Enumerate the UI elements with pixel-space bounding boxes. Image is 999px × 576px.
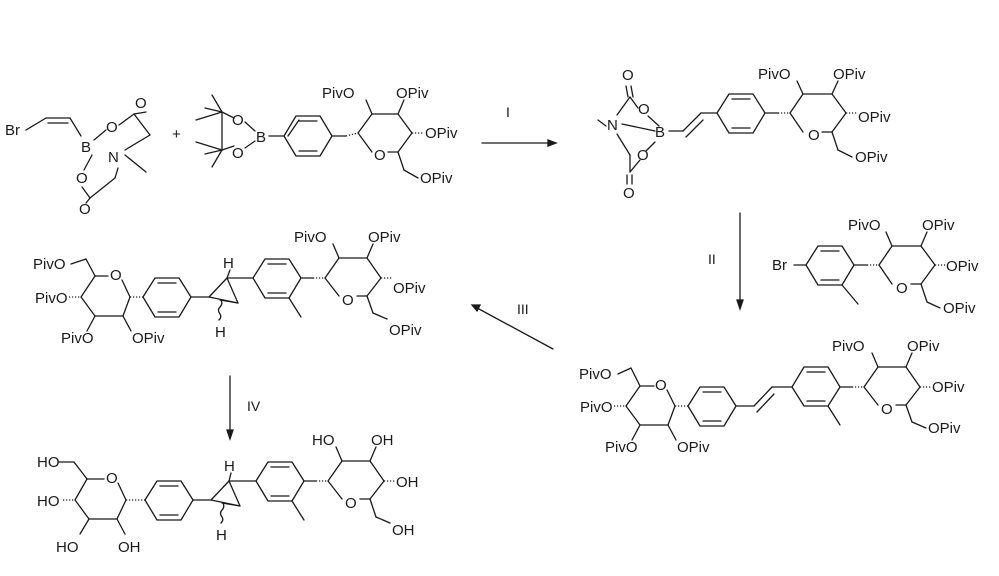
c3-o-bottom-label: O — [623, 185, 635, 202]
compound-stilbene-bis-glycoside: PivO O PivO PivO OPiv — [579, 338, 965, 456]
c5-left-ring-o-label: O — [110, 267, 122, 284]
r2-sub-top-right-label: OPiv — [922, 217, 955, 234]
c1-o-upper-label: O — [106, 119, 118, 136]
c2-sub-right-label: OPiv — [425, 125, 458, 142]
step-iv-label: IV — [247, 398, 261, 414]
r2-sub-ch2-label: OPiv — [943, 300, 976, 317]
c1-n-label: N — [108, 149, 119, 166]
c4-left-ch2-label: PivO — [579, 366, 612, 383]
reaction-arrow-step-i: I — [482, 104, 556, 146]
c6-h-bottom-label: H — [216, 527, 227, 544]
c3-boron-label: B — [655, 124, 665, 141]
compound-bromovinyl-mida-boronate: Br B O O N O O — [5, 95, 150, 218]
c5-left-c2-label: OPiv — [132, 330, 165, 347]
plus-sign: + — [172, 126, 181, 143]
c2-sub-top-right-label: OPiv — [396, 85, 429, 102]
c6-left-c2-label: OH — [118, 539, 141, 556]
c5-h-top-label: H — [223, 255, 234, 272]
compound-pinacol-aryl-glycoside: O O B O PivO OPiv OPiv OPiv — [196, 85, 458, 187]
c4-left-c4-label: PivO — [580, 399, 613, 416]
r2-br-label: Br — [772, 257, 787, 274]
c4-right-ring-o-label: O — [881, 401, 893, 418]
c3-sub-ch2-label: OPiv — [855, 149, 888, 166]
c4-left-c2-label: OPiv — [677, 439, 710, 456]
c5-h-bottom-label: H — [215, 324, 226, 341]
c2-pin-o-upper-label: O — [232, 112, 244, 129]
c6-right-ring-o-label: O — [345, 495, 357, 512]
r2-ring-o-label: O — [896, 280, 908, 297]
c6-left-c4-label: HO — [37, 493, 60, 510]
compound-cyclopropane-bis-glycoside-deprotected: HO O HO HO OH H H — [37, 432, 419, 556]
c5-sub-top-right-label: OPiv — [368, 229, 401, 246]
c1-carbonyl-o-lower-label: O — [79, 201, 91, 218]
c1-br-label: Br — [5, 122, 20, 139]
c6-left-ring-o-label: O — [106, 470, 118, 487]
c6-sub-top-left-label: HO — [312, 432, 335, 449]
compound-vinyl-mida-aryl-glycoside: O N O B O O O — [598, 66, 891, 202]
c4-sub-top-right-label: OPiv — [907, 338, 940, 355]
c6-sub-ch2-label: OH — [392, 522, 415, 539]
c5-left-c4-label: PivO — [35, 290, 68, 307]
reaction-arrow-step-iv: IV — [227, 376, 261, 439]
c5-sub-ch2-label: OPiv — [389, 322, 422, 339]
c3-sub-top-left-label: PivO — [758, 66, 791, 83]
c2-sub-top-left-label: PivO — [322, 85, 355, 102]
c3-sub-right-label: OPiv — [858, 109, 891, 126]
step-iii-label: III — [517, 301, 529, 317]
c4-sub-right-label: OPiv — [932, 379, 965, 396]
c1-carbonyl-o-upper-label: O — [135, 95, 147, 112]
reagent-bromotolyl-glycoside: Br O PivO OPiv OPiv OPiv — [772, 217, 979, 317]
c3-o-top-label: O — [622, 67, 634, 84]
c3-sub-top-right-label: OPiv — [833, 66, 866, 83]
reaction-arrow-step-ii: II — [708, 213, 743, 309]
c6-h-top-label: H — [224, 458, 235, 475]
c5-left-ch2-label: PivO — [33, 256, 66, 273]
reaction-arrow-step-iii: III — [472, 301, 553, 349]
c2-sub-ch2-label: OPiv — [420, 170, 453, 187]
c5-sub-top-left-label: PivO — [294, 229, 327, 246]
c4-left-ring-o-label: O — [655, 377, 667, 394]
compound-cyclopropane-bis-glycoside-protected: PivO O PivO PivO OPiv H H — [33, 229, 426, 347]
c2-pin-boron-label: B — [256, 129, 266, 146]
c5-left-c3-label: PivO — [61, 330, 94, 347]
c1-o-lower-label: O — [76, 170, 88, 187]
c5-right-ring-o-label: O — [342, 292, 354, 309]
c2-ring-o-label: O — [374, 147, 386, 164]
c5-sub-right-label: OPiv — [393, 280, 426, 297]
c3-n-label: N — [607, 117, 618, 134]
c6-left-c3-label: HO — [56, 539, 79, 556]
step-ii-label: II — [708, 251, 716, 267]
c4-sub-top-left-label: PivO — [832, 338, 865, 355]
c6-left-ch2-label: HO — [37, 454, 60, 471]
c6-sub-top-right-label: OH — [371, 432, 394, 449]
r2-sub-top-left-label: PivO — [848, 217, 881, 234]
step-i-label: I — [506, 104, 510, 120]
c3-ring-o-label: O — [808, 127, 820, 144]
c4-sub-ch2-label: OPiv — [928, 420, 961, 437]
c2-pin-o-lower-label: O — [232, 145, 244, 162]
r2-sub-right-label: OPiv — [946, 258, 979, 275]
c6-sub-right-label: OH — [396, 474, 419, 491]
c1-boron-label: B — [81, 139, 91, 156]
c4-left-c3-label: PivO — [605, 439, 638, 456]
